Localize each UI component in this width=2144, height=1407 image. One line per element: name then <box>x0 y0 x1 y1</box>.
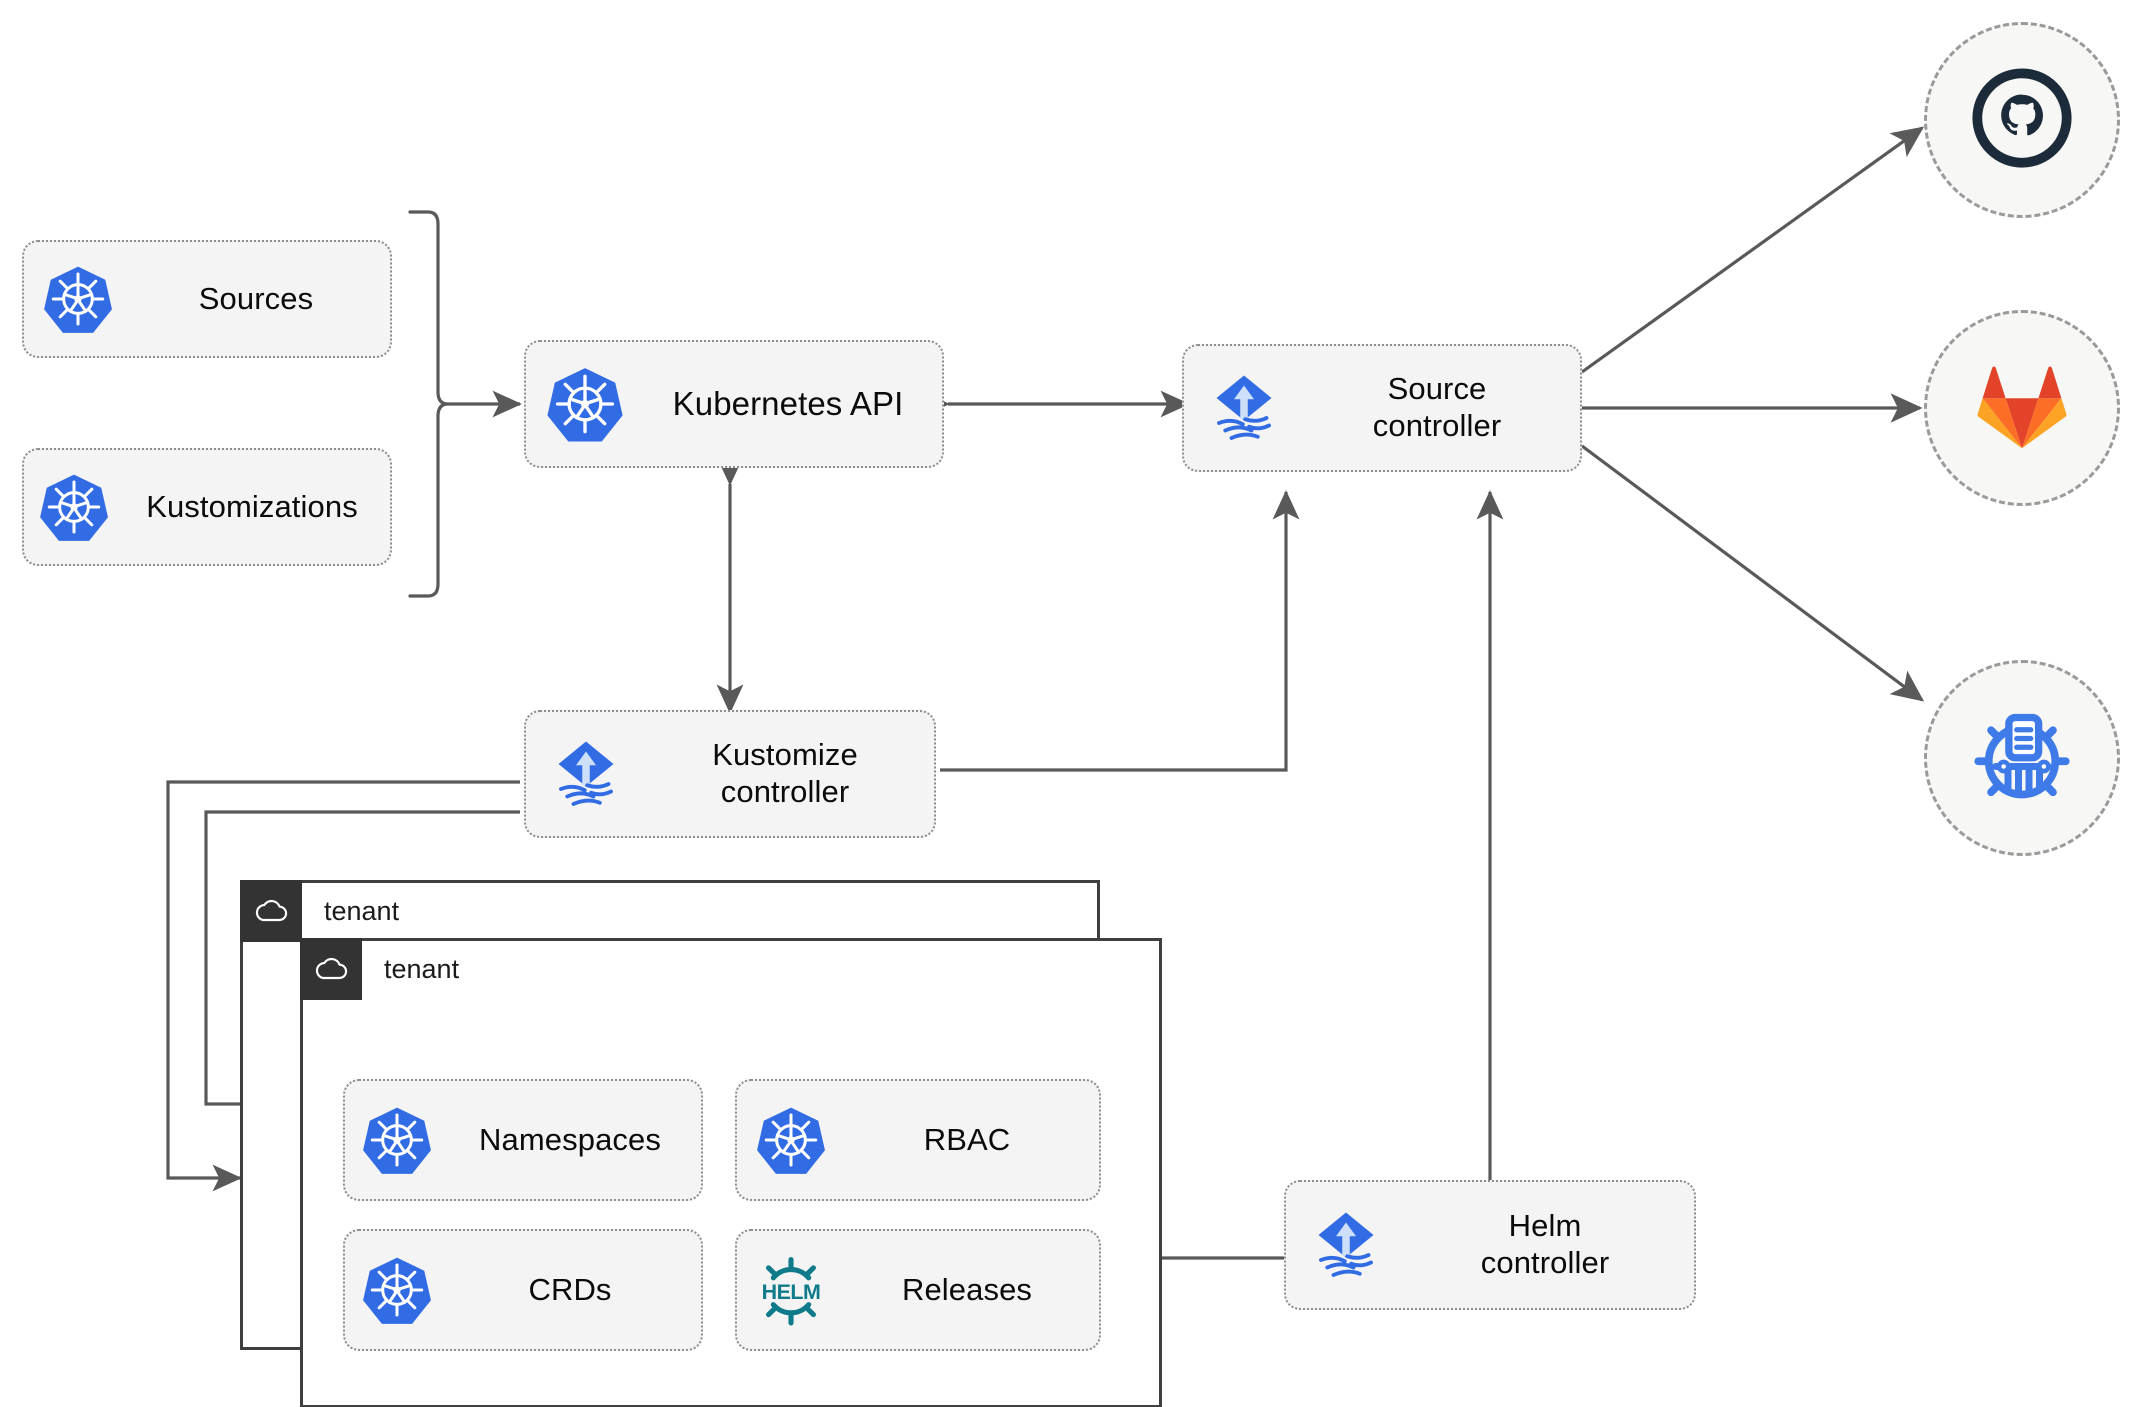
gitlab-icon <box>1972 359 2072 458</box>
edge-source-controller-to-helm-repo <box>1581 444 1925 702</box>
provider-helm-repository[interactable] <box>1924 660 2120 856</box>
provider-gitlab[interactable] <box>1924 310 2120 506</box>
github-icon <box>1970 66 2074 175</box>
node-kustomize-controller[interactable]: Kustomize controller <box>524 710 936 838</box>
tenant-header-front: tenant <box>300 938 459 1000</box>
node-kubernetes-api[interactable]: Kubernetes API <box>524 340 944 468</box>
kubernetes-icon <box>24 262 132 336</box>
helm-icon: HELM <box>737 1251 845 1329</box>
helm-repository-icon <box>1966 700 2078 817</box>
resource-box-rbac[interactable]: RBAC <box>735 1079 1101 1201</box>
tenant-label-back: tenant <box>324 895 400 926</box>
resource-label-namespaces: Namespaces <box>479 1121 661 1157</box>
kubernetes-icon <box>345 1253 449 1327</box>
flux-icon <box>526 734 646 814</box>
resource-label-crds: CRDs <box>528 1271 612 1307</box>
kubernetes-icon <box>24 470 124 544</box>
kubernetes-icon <box>737 1103 845 1177</box>
input-group-bracket <box>408 210 449 598</box>
node-label-kubernetes-api: Kubernetes API <box>672 384 904 422</box>
node-source-controller[interactable]: Source controller <box>1182 344 1582 472</box>
resource-label-rbac: RBAC <box>923 1121 1011 1157</box>
edge-kustomize-to-source-controller <box>940 490 1300 772</box>
resource-box-releases[interactable]: HELM Releases <box>735 1229 1101 1351</box>
provider-github[interactable] <box>1924 22 2120 218</box>
kubernetes-icon <box>345 1103 449 1177</box>
node-label-kustomize-controller: Kustomize controller <box>712 737 858 809</box>
cloud-icon <box>300 938 362 1000</box>
cloud-icon <box>240 880 302 942</box>
resource-box-sources[interactable]: Sources <box>22 240 392 358</box>
node-label-source-controller: Source controller <box>1372 371 1502 443</box>
flux-icon <box>1184 368 1304 448</box>
tenant-container-front[interactable]: tenant <box>300 938 1162 1407</box>
resource-label-releases: Releases <box>901 1271 1033 1307</box>
resource-box-kustomizations[interactable]: Kustomizations <box>22 448 392 566</box>
node-label-helm-controller: Helm controller <box>1480 1208 1610 1280</box>
resource-label-sources: Sources <box>198 280 314 316</box>
tenant-header-back: tenant <box>240 880 399 942</box>
flux-icon <box>1286 1205 1406 1285</box>
edge-source-controller-to-github <box>1581 126 1925 374</box>
kubernetes-icon <box>526 363 644 445</box>
node-helm-controller[interactable]: Helm controller <box>1284 1180 1696 1310</box>
resource-box-namespaces[interactable]: Namespaces <box>343 1079 703 1201</box>
resource-box-crds[interactable]: CRDs <box>343 1229 703 1351</box>
resource-label-kustomizations: Kustomizations <box>146 488 358 524</box>
tenant-label-front: tenant <box>384 953 460 984</box>
svg-text:HELM: HELM <box>762 1280 821 1304</box>
